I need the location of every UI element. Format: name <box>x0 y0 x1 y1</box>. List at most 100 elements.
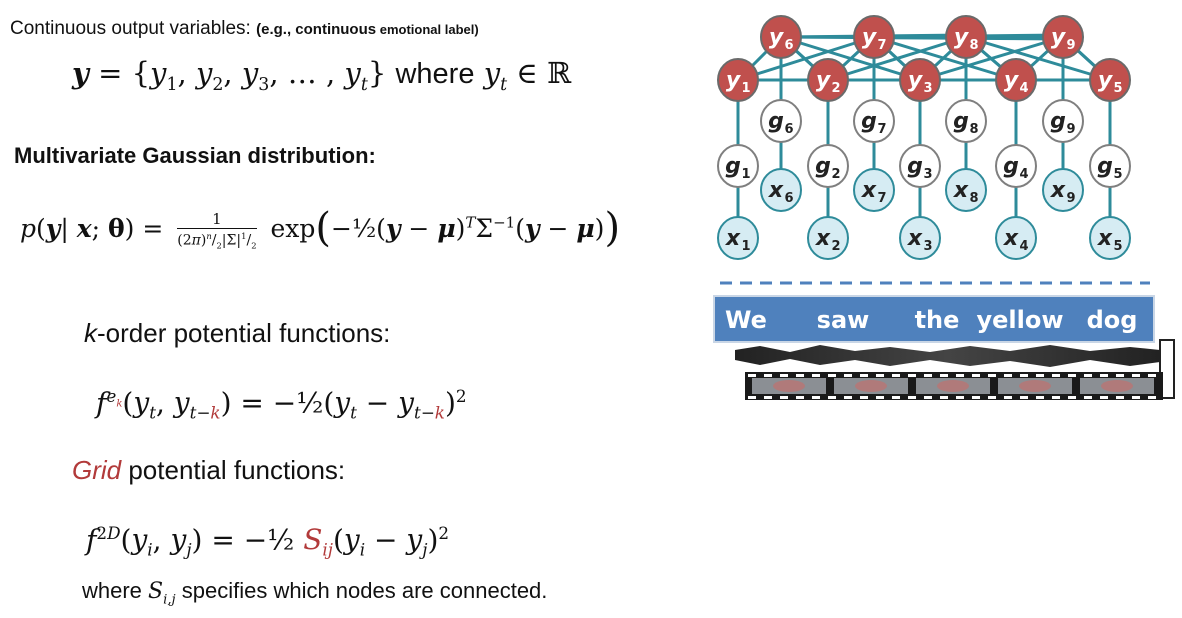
film-perforation <box>780 396 788 399</box>
film-perforation <box>1036 374 1044 377</box>
film-perforation <box>844 396 852 399</box>
film-perforation <box>876 374 884 377</box>
node-y9-index: 9 <box>1066 38 1075 53</box>
film-perforation <box>892 396 900 399</box>
grid-equation: f2D(yi, yj) = −½ Sij(yi − yj)2 <box>86 523 450 560</box>
node-g2-label: g <box>815 154 831 179</box>
node-g9-label: g <box>1050 109 1066 134</box>
node-y4-label: y <box>1004 68 1020 93</box>
korder-label: k-order potential functions: <box>84 318 391 348</box>
korder-equation: fek(yt, yt−k) = −½(yt − yt−k)2 <box>96 386 467 423</box>
film-perforation <box>1148 374 1156 377</box>
node-x8-index: 8 <box>969 191 978 206</box>
node-x3-index: 3 <box>923 239 932 254</box>
word-0: We <box>725 306 767 334</box>
node-y8-label: y <box>954 25 970 50</box>
node-x8-label: x <box>953 178 969 203</box>
film-perforation <box>812 374 820 377</box>
film-perforation <box>796 396 804 399</box>
film-perforation <box>1116 374 1124 377</box>
intro-line: Continuous output variables: (e.g., cont… <box>10 18 479 40</box>
where-note: where Si,j specifies which nodes are con… <box>82 578 548 608</box>
film-perforation <box>940 374 948 377</box>
word-1: saw <box>817 306 870 334</box>
grid-label: Grid potential functions: <box>72 455 346 485</box>
film-perforation <box>780 374 788 377</box>
film-perforation <box>860 374 868 377</box>
node-x4-index: 4 <box>1019 239 1028 254</box>
node-g3-label: g <box>907 154 923 179</box>
node-x5-label: x <box>1097 226 1113 251</box>
node-y3-label: y <box>908 68 924 93</box>
node-x1-label: x <box>725 226 741 251</box>
film-perforation <box>1068 396 1076 399</box>
node-x7-index: 7 <box>877 191 886 206</box>
node-x6-index: 6 <box>784 191 793 206</box>
film-perforation <box>988 374 996 377</box>
node-g6-index: 6 <box>784 122 793 137</box>
film-perforation <box>860 396 868 399</box>
node-y7-label: y <box>862 25 878 50</box>
word-4: dog <box>1087 306 1138 334</box>
film-perforation <box>924 396 932 399</box>
node-g3-index: 3 <box>923 167 932 182</box>
film-perforation <box>1084 374 1092 377</box>
where-word: where <box>395 58 475 90</box>
word-2: the <box>915 306 960 334</box>
node-x9-index: 9 <box>1066 191 1075 206</box>
node-g1-label: g <box>725 154 741 179</box>
film-perforation <box>1084 396 1092 399</box>
film-frame-figure <box>773 380 805 392</box>
film-perforation <box>1020 396 1028 399</box>
film-perforation <box>828 396 836 399</box>
film-perforation <box>1068 374 1076 377</box>
node-g8-label: g <box>953 109 969 134</box>
film-frame-figure <box>1019 380 1051 392</box>
film-perforation <box>1100 396 1108 399</box>
word-3: yellow <box>976 306 1063 334</box>
edge-ytop-skip <box>780 35 1064 41</box>
node-y5-label: y <box>1098 68 1114 93</box>
word-banner <box>713 295 1155 343</box>
node-g9-index: 9 <box>1066 122 1075 137</box>
film-perforation <box>764 374 772 377</box>
film-perforation <box>1020 374 1028 377</box>
film-perforation <box>748 396 756 399</box>
film-perforation <box>972 374 980 377</box>
intro-example: (e.g., continuous emotional label) <box>256 21 479 38</box>
node-y6-label: y <box>769 25 785 50</box>
gaussian-fraction: 1 (2π)n/2|Σ|1/2 <box>177 210 257 251</box>
film-frames <box>748 374 1156 399</box>
node-x7-label: x <box>861 178 877 203</box>
film-perforation <box>1100 374 1108 377</box>
gaussian-equation: p(y| x; θ) = 1 (2π)n/2|Σ|1/2 exp(−½(y − … <box>20 205 621 251</box>
node-y1-index: 1 <box>741 81 750 96</box>
film-perforation <box>1004 374 1012 377</box>
node-x2-label: x <box>815 226 831 251</box>
film-frame-figure <box>855 380 887 392</box>
noise-strip <box>735 345 1160 367</box>
intro-text: Continuous output variables: <box>10 18 251 39</box>
node-g5-index: 5 <box>1113 167 1122 182</box>
film-perforation <box>1132 374 1140 377</box>
film-perforation <box>1036 396 1044 399</box>
film-perforation <box>908 396 916 399</box>
node-x1-index: 1 <box>741 239 750 254</box>
node-g4-label: g <box>1003 154 1019 179</box>
